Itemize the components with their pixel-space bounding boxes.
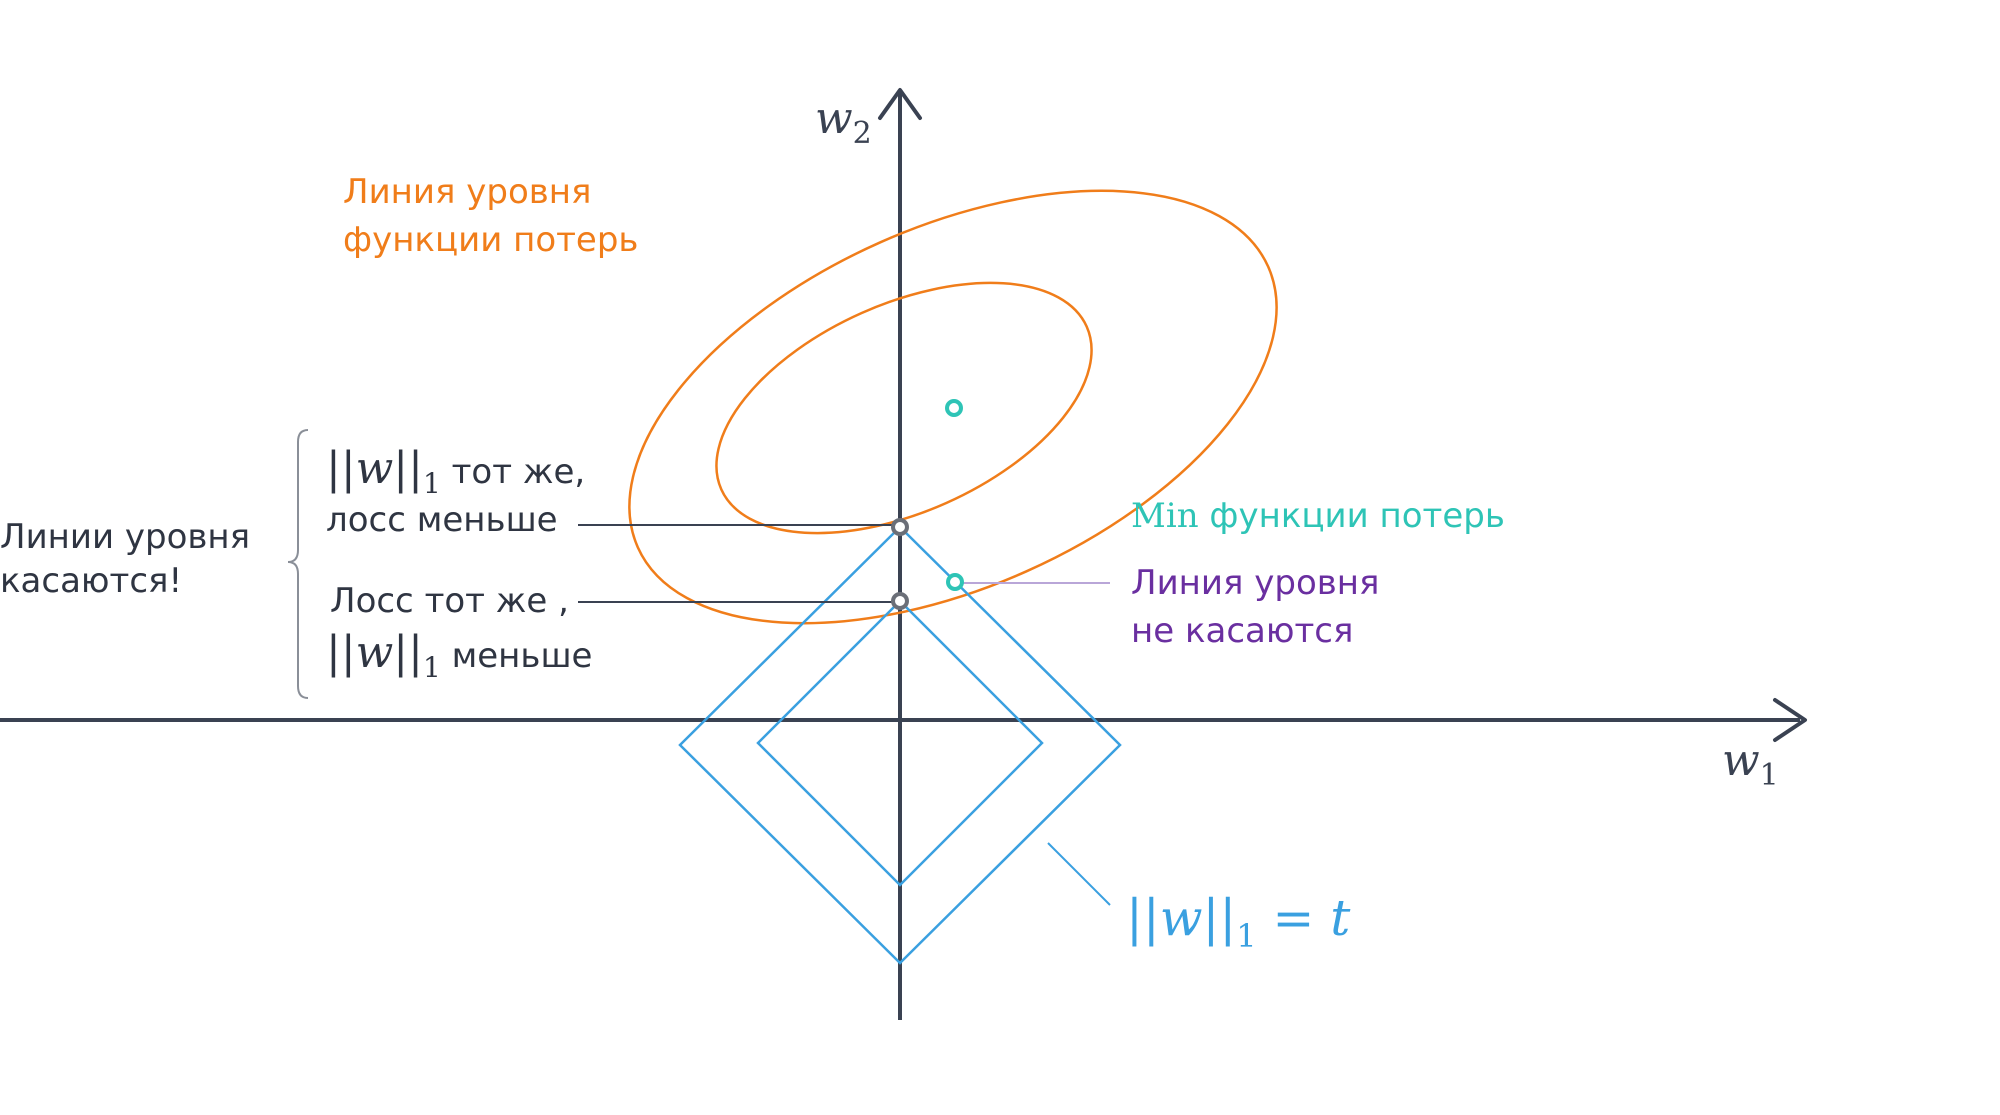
w1-axis-label: w1 — [1722, 735, 1779, 793]
w2-axis-arrowhead — [878, 88, 922, 120]
not-touching-point — [946, 573, 964, 591]
not-touching-label: Линия уровня не касаются — [1131, 563, 1390, 651]
min-loss-label: Min функции потерь — [1131, 496, 1505, 536]
points — [891, 399, 964, 610]
loss-contour-outer — [628, 189, 1278, 625]
minimum-point — [945, 399, 963, 417]
leader-constraint — [1047, 842, 1111, 906]
l1-constraints — [678, 525, 1122, 965]
norm-same-label: ||w||1 тот же, лосс меньше — [326, 443, 596, 540]
w1-axis-arrowhead — [1773, 698, 1807, 742]
touch-point-lower — [891, 592, 909, 610]
bracket — [287, 429, 309, 699]
l1-diamond-inner — [756, 599, 1044, 887]
loss-contours — [628, 189, 1278, 625]
loss-level-label: Линия уровня функции потерь — [343, 172, 638, 260]
touch-point-upper — [891, 518, 909, 536]
loss-contour-inner — [715, 281, 1093, 535]
touching-label: Линии уровня касаются! — [0, 517, 261, 601]
loss-same-label: Лосс тот же , ||w||1 меньше — [326, 581, 592, 684]
leader-lines — [578, 524, 1111, 906]
l1-diamond-outer — [678, 525, 1122, 965]
w2-axis-label: w2 — [815, 93, 872, 151]
constraint-label: ||w||1 = t — [1126, 889, 1351, 955]
axes — [0, 88, 1807, 1020]
